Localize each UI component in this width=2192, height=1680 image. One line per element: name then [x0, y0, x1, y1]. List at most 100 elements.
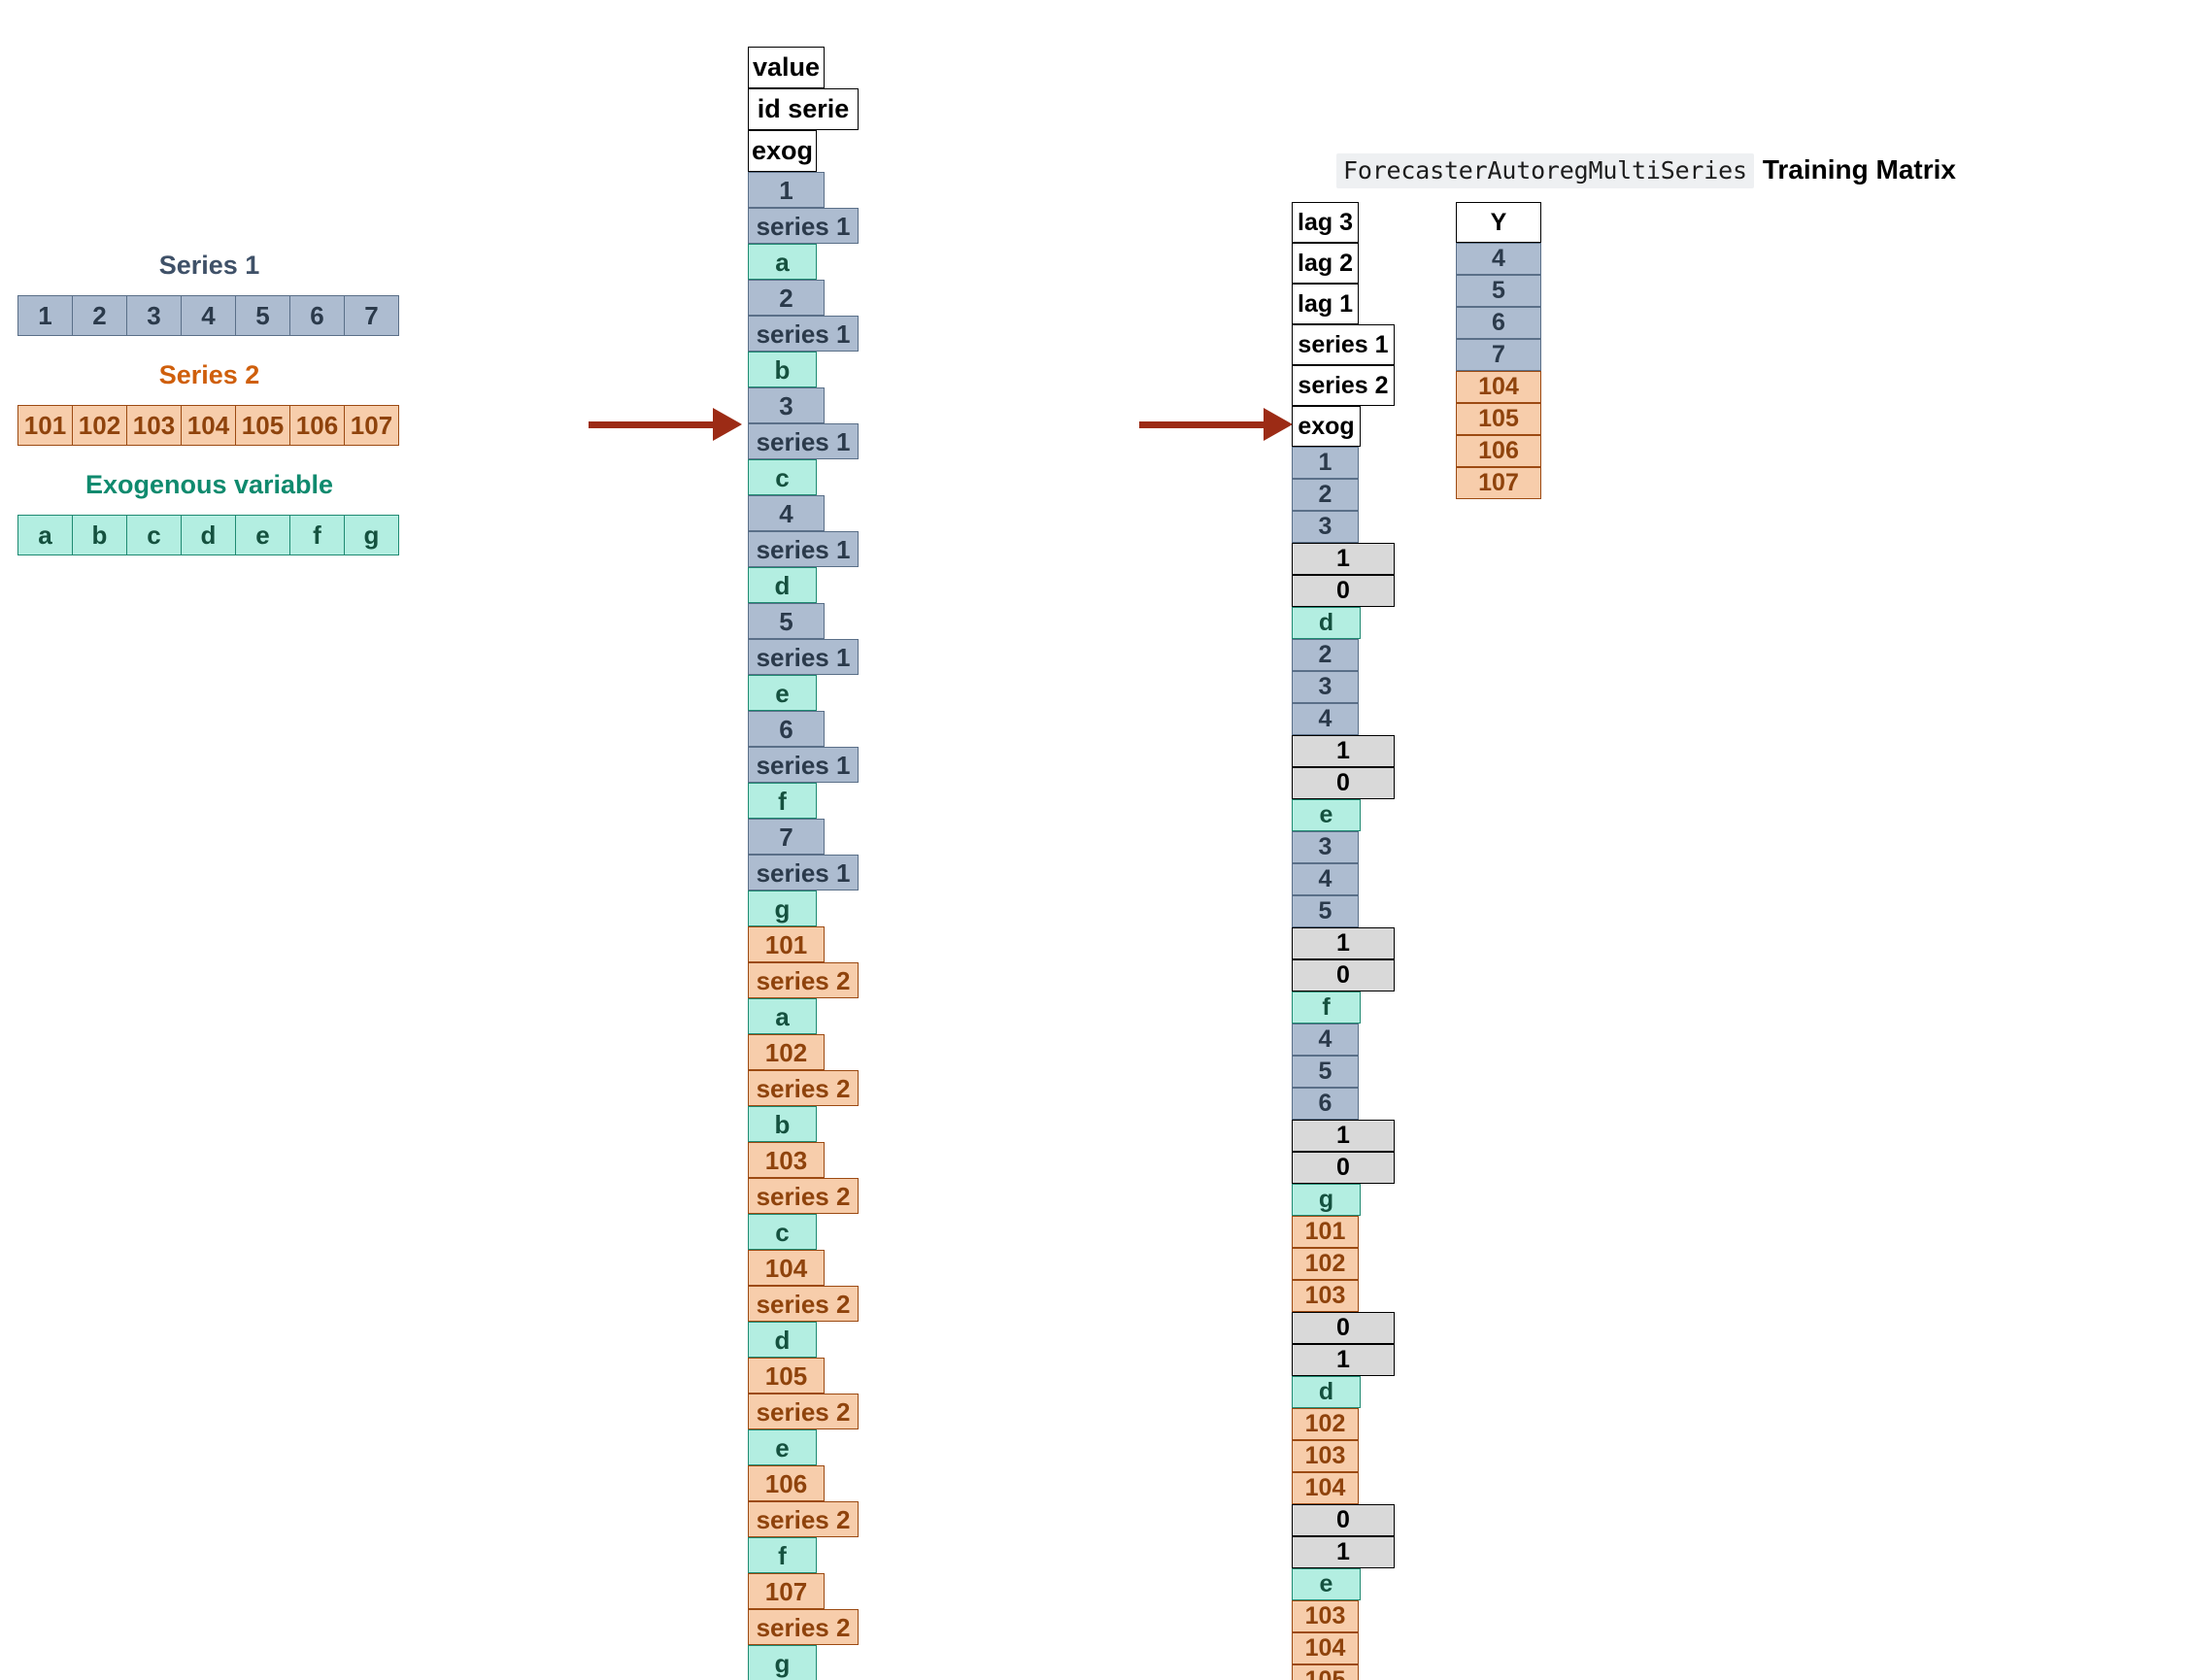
y-column-cell: 106 [1456, 435, 1541, 467]
y-column-row: 104 [1456, 371, 1541, 403]
y-column-row: 105 [1456, 403, 1541, 435]
training-matrix-lag1-cell: 5 [1292, 895, 1359, 927]
long-table-exog-cell: d [748, 567, 817, 603]
arrow-right-2 [1139, 408, 1293, 441]
y-column-row: 7 [1456, 339, 1541, 371]
training-matrix-header: series 1 [1292, 324, 1395, 365]
training-matrix-series1-cell: 0 [1292, 1312, 1395, 1344]
long-table-exog-cell: e [748, 675, 817, 711]
forecaster-class-name: ForecasterAutoregMultiSeries [1336, 153, 1754, 188]
training-matrix-series2-cell: 1 [1292, 1536, 1395, 1568]
training-matrix-series2-cell: 0 [1292, 767, 1395, 799]
series1-cell: 7 [344, 295, 399, 336]
training-matrix-lag1-cell: 105 [1292, 1664, 1359, 1680]
training-matrix-title: ForecasterAutoregMultiSeries Training Ma… [1336, 153, 1956, 188]
series2-cell: 103 [126, 405, 182, 446]
training-matrix-exog-cell: e [1292, 799, 1361, 831]
training-matrix-series2-cell: 1 [1292, 1344, 1395, 1376]
long-table-header: id serie [748, 88, 859, 130]
series2-cell: 105 [235, 405, 290, 446]
series2-title: Series 2 [158, 360, 260, 389]
training-matrix-series2-cell: 0 [1292, 1152, 1395, 1184]
long-table-header: value [748, 47, 825, 88]
training-matrix-header: lag 3 [1292, 202, 1359, 243]
training-matrix-exog-cell: d [1292, 607, 1361, 639]
training-matrix-lag2-cell: 104 [1292, 1632, 1359, 1664]
long-table-value-cell: 1 [748, 172, 825, 208]
series2-cell: 101 [17, 405, 73, 446]
series2-cell: 104 [181, 405, 236, 446]
y-column-row: 6 [1456, 307, 1541, 339]
training-matrix-exog-cell: e [1292, 1568, 1361, 1600]
training-matrix-series1-cell: 1 [1292, 543, 1395, 575]
y-column-cell: 4 [1456, 243, 1541, 275]
training-matrix-lag1-cell: 6 [1292, 1088, 1359, 1120]
arrow-head-icon [713, 408, 742, 441]
training-matrix-header: lag 1 [1292, 284, 1359, 324]
training-matrix-exog-cell: d [1292, 1376, 1361, 1408]
arrow-line [589, 420, 713, 428]
series2-cell: 102 [72, 405, 127, 446]
y-column-cell: 7 [1456, 339, 1541, 371]
series1-cell: 4 [181, 295, 236, 336]
long-table-value-cell: 105 [748, 1358, 825, 1394]
training-matrix-series1-cell: 1 [1292, 1120, 1395, 1152]
arrow-head-icon [1264, 408, 1293, 441]
long-table-value-cell: 104 [748, 1250, 825, 1286]
long-table-value-cell: 3 [748, 387, 825, 423]
long-table-value-cell: 107 [748, 1573, 825, 1609]
long-table-id-serie-cell: series 1 [748, 208, 859, 244]
y-header-row: Y [1456, 202, 1541, 243]
long-table-value-cell: 106 [748, 1465, 825, 1501]
long-table-exog-cell: b [748, 1106, 817, 1142]
training-matrix-label: Training Matrix [1762, 154, 1956, 185]
training-matrix-lag2-cell: 102 [1292, 1248, 1359, 1280]
exog-cell: c [126, 515, 182, 555]
long-table-id-serie-cell: series 2 [748, 962, 859, 998]
long-table-exog-cell: f [748, 1537, 817, 1573]
long-table-value-cell: 102 [748, 1034, 825, 1070]
y-column-cell: 107 [1456, 467, 1541, 499]
training-matrix-lag2-cell: 5 [1292, 1056, 1359, 1088]
exog-cell: g [344, 515, 399, 555]
training-matrix-lag3-cell: 103 [1292, 1600, 1359, 1632]
training-matrix-lag3-cell: 101 [1292, 1216, 1359, 1248]
training-matrix-row: 10310410501f [1292, 1600, 1395, 1680]
training-matrix-exog-cell: f [1292, 991, 1361, 1024]
long-table-id-serie-cell: series 2 [748, 1286, 859, 1322]
series1-cell: 1 [17, 295, 73, 336]
series1-title: Series 1 [158, 251, 260, 280]
long-table-exog-cell: f [748, 783, 817, 819]
training-matrix-series2-cell: 0 [1292, 959, 1395, 991]
training-matrix-lag3-cell: 1 [1292, 447, 1359, 479]
long-table-exog-cell: e [748, 1429, 817, 1465]
exog-cell: b [72, 515, 127, 555]
training-matrix-lag3-cell: 102 [1292, 1408, 1359, 1440]
training-matrix-exog-cell: g [1292, 1184, 1361, 1216]
training-matrix-lag2-cell: 3 [1292, 671, 1359, 703]
y-column-cell: 5 [1456, 275, 1541, 307]
training-matrix-lag1-cell: 4 [1292, 703, 1359, 735]
long-table-header: exog [748, 130, 817, 172]
